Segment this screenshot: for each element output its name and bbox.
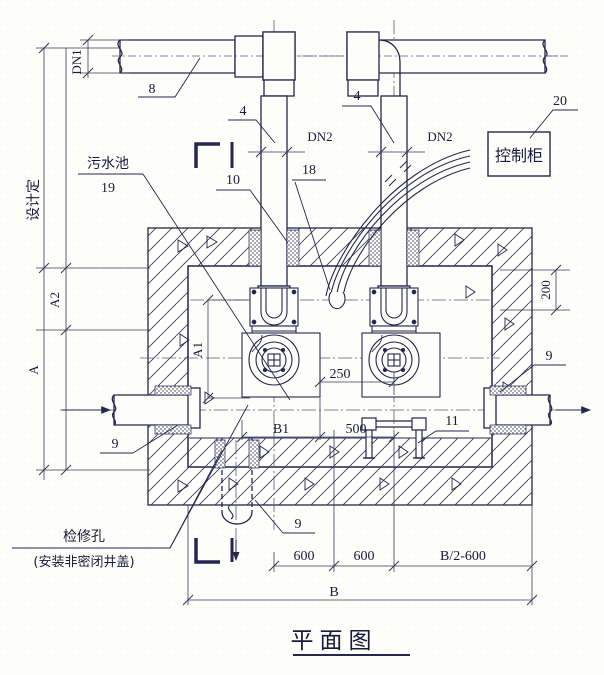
inlet-left-packing <box>154 385 192 435</box>
control-cabinet-box <box>487 131 551 177</box>
leader-tag-4-right <box>342 105 395 144</box>
tag-19-label: 19 <box>101 181 115 196</box>
control-cabinet-label: 控制柜 <box>495 146 543 165</box>
section-marker-top <box>194 142 234 168</box>
drain-pipe-end <box>221 511 253 525</box>
dim-250-label: 250 <box>330 367 351 382</box>
dn1-label: DN1 <box>69 49 84 74</box>
design-elevation-label: 设计定 <box>26 179 42 221</box>
dn2-right-label: DN2 <box>427 129 452 144</box>
leader-tag-9-right <box>499 364 535 393</box>
inspection-hole-label: 检修孔 <box>63 529 105 545</box>
inlet-pipe-left <box>111 387 201 429</box>
tag-8-label: 8 <box>149 82 156 97</box>
leader-tag-18 <box>294 181 331 291</box>
drawing-title: 平面图 <box>291 628 378 654</box>
leader-tag-9-left <box>132 424 179 454</box>
tag-20-label: 20 <box>553 94 567 109</box>
dim-600b-label: 600 <box>354 549 375 564</box>
riser-wall-packing <box>248 229 420 267</box>
dim-b1-label: B1 <box>273 422 289 437</box>
riser-left-dn2 <box>257 31 296 307</box>
dim-500-label: 500 <box>346 422 367 437</box>
cable-break-marks <box>384 160 412 187</box>
leader-inspection-hole-2 <box>152 449 223 549</box>
tag-18-label: 18 <box>302 163 316 178</box>
outlet-pipe-right <box>483 387 553 429</box>
dn2-left-label: DN2 <box>307 129 332 144</box>
pump-unit-right <box>361 287 441 398</box>
concrete-symbols <box>177 233 515 493</box>
sewage-pit-label: 污水池 <box>87 156 129 172</box>
tag-10-label: 10 <box>226 173 240 188</box>
leader-tag-8 <box>138 57 201 98</box>
control-cables <box>325 149 471 297</box>
ladder-item-11 <box>361 417 427 459</box>
pit-bottom-ledge <box>189 437 491 466</box>
tag-11-label: 11 <box>445 414 458 429</box>
tag-9-right-label: 9 <box>546 349 553 364</box>
dim-200-label: 200 <box>538 280 553 300</box>
leader-tag-9-center <box>254 499 284 534</box>
leader-tag-19 <box>142 173 291 401</box>
leader-tag-4-left <box>228 119 276 144</box>
dim-a1-label: A1 <box>190 342 205 358</box>
tag-4-left-label: 4 <box>240 104 247 119</box>
tag-9-left-label: 9 <box>112 437 119 452</box>
inspection-hole-note: (安装非密闭井盖) <box>33 554 134 570</box>
dim-a2-label: A2 <box>47 292 62 308</box>
dim-600a-label: 600 <box>294 549 315 564</box>
pump-unit-left <box>241 287 321 398</box>
dim-a-label: A <box>26 365 41 375</box>
leader-tag-20 <box>529 109 578 139</box>
leader-tag-10 <box>249 189 289 244</box>
tag-9-center-label: 9 <box>295 517 302 532</box>
dimension-lines <box>36 34 570 606</box>
leader-tag-11 <box>417 430 437 444</box>
dim-b2-600-label: B/2-600 <box>440 549 486 564</box>
dim-b-label: B <box>329 585 338 600</box>
drain-pipe-break <box>228 504 234 520</box>
cable-end-bulb <box>328 291 346 310</box>
section-marker-bottom <box>194 538 234 564</box>
tag-4-right-label: 4 <box>354 89 361 104</box>
